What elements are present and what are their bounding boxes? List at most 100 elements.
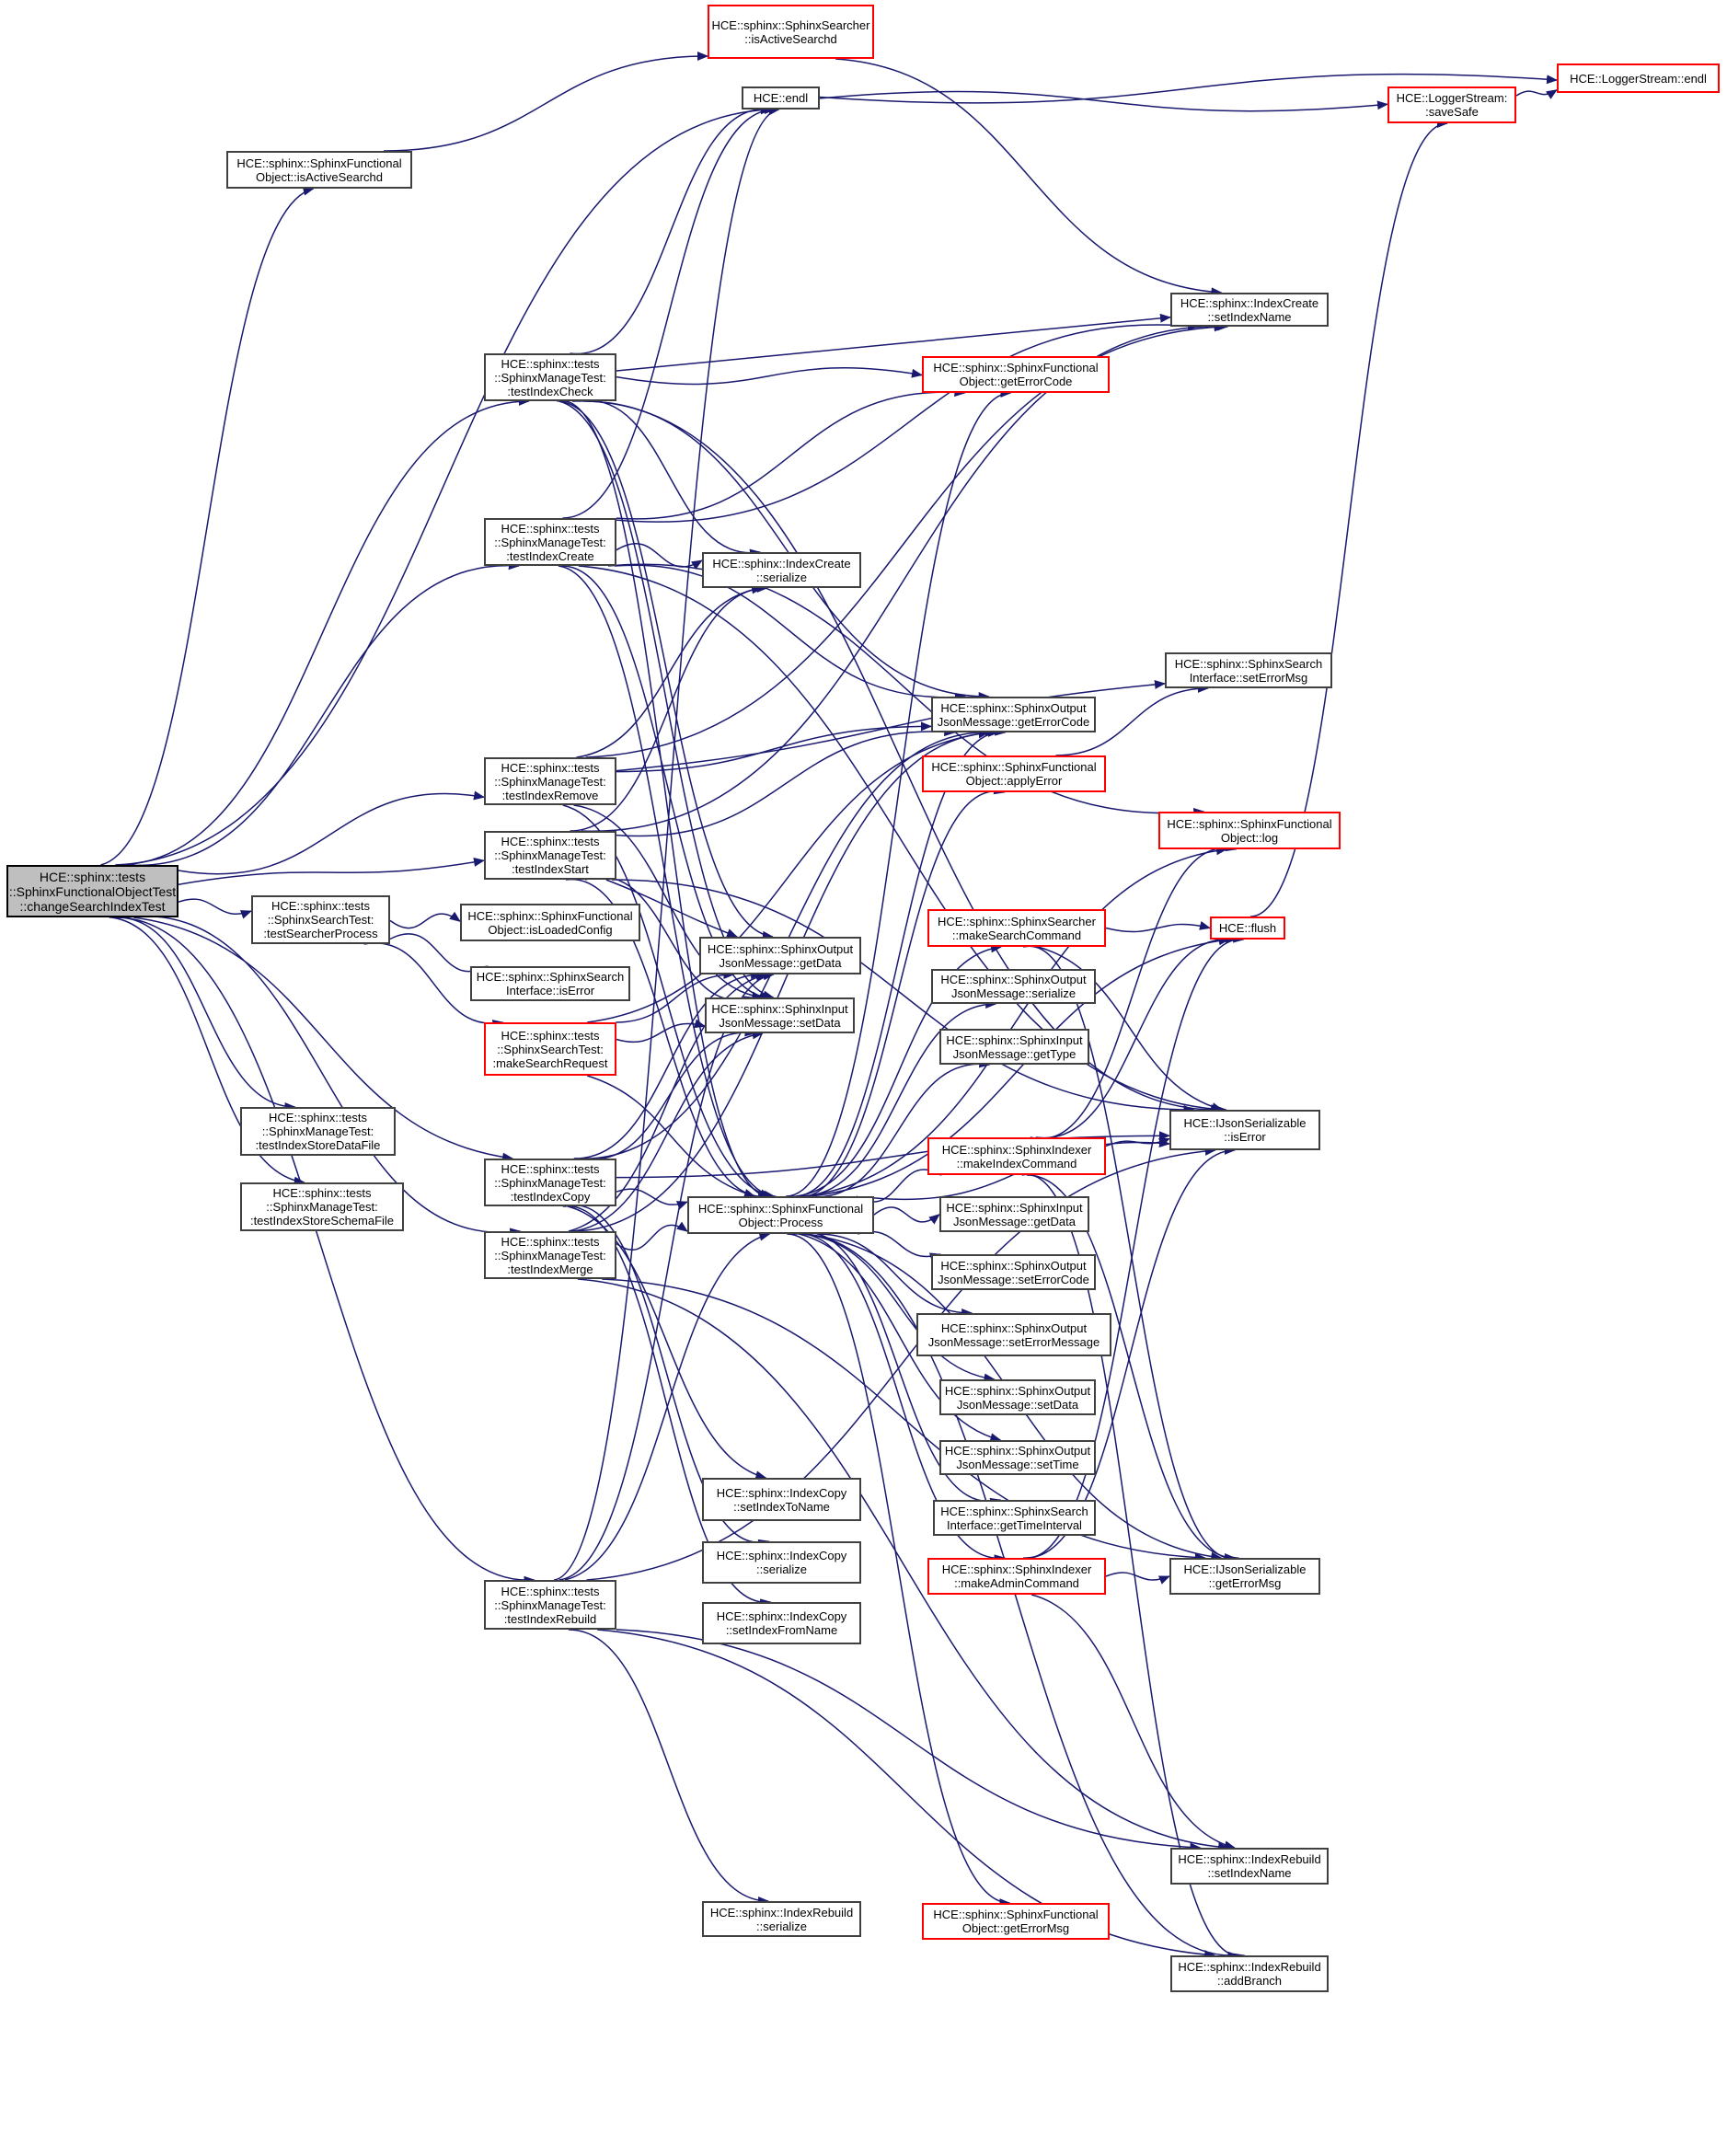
node-label-line: HCE::sphinx::SphinxFunctional [697,1201,864,1216]
edge-testIndexCheck-to-out_getErrorCode [582,400,990,701]
node-rebuild-set-index-name[interactable]: HCE::sphinx::IndexRebuild::setIndexName [1170,1848,1329,1885]
node-label-line: HCE::sphinx::IndexCopy [716,1609,847,1623]
edge-testIndexCreate-to-process [558,565,776,1200]
node-label-line: :testIndexStoreDataFile [255,1138,381,1152]
node-label-line: HCE::sphinx::SphinxSearcher [938,914,1096,928]
edge-root-to-testIndexStoreDataFile [117,917,296,1112]
node-label-line: ::SphinxManageTest: [266,1200,378,1214]
node-label-line: HCE::sphinx::tests [501,1161,600,1176]
node-label-line: ::serialize [756,570,807,584]
node-rebuild-serialize[interactable]: HCE::sphinx::IndexRebuild::serialize [702,1901,861,1937]
node-label-line: ::SphinxManageTest: [494,370,606,385]
edge-testIndexMerge-to-getErrorMsg [602,1278,1206,1562]
node-label-line: ::setIndexFromName [725,1623,838,1637]
node-label-line: HCE::sphinx::IndexRebuild [1178,1852,1321,1866]
node-make-search-command[interactable]: HCE::sphinx::SphinxSearcher::makeSearchC… [927,909,1106,947]
node-test-index-start[interactable]: HCE::sphinx::tests::SphinxManageTest::te… [484,831,616,880]
node-label-line: Interface::setErrorMsg [1189,670,1308,685]
edge-testSearcherProcess-to-isLoadedConfig [389,911,461,929]
edge-testIndexRebuild-to-process [564,1231,771,1581]
node-test-searcher-process[interactable]: HCE::sphinx::tests::SphinxSearchTest::te… [251,895,390,944]
node-test-index-create[interactable]: HCE::sphinx::tests::SphinxManageTest::te… [484,518,616,566]
node-make-search-request[interactable]: HCE::sphinx::tests::SphinxSearchTest::ma… [484,1022,616,1076]
node-get-error-msg[interactable]: HCE::IJsonSerializable::getErrorMsg [1169,1558,1320,1595]
node-logger-save-safe[interactable]: HCE::LoggerStream::saveSafe [1387,86,1516,123]
node-label-line: HCE::sphinx::tests [501,760,600,775]
edge-testIndexRemove-to-searchInterface_setErrorMsg [616,679,1166,772]
node-searcher-is-active-searchd[interactable]: HCE::sphinx::SphinxSearcher::isActiveSea… [708,5,874,59]
edge-endl-to-loggerSaveSafe [819,90,1388,112]
edge-testIndexCheck-to-isError [571,400,1227,1115]
edge-process-to-addBranch [792,1233,1239,1961]
node-add-branch[interactable]: HCE::sphinx::IndexRebuild::addBranch [1170,1955,1329,1992]
node-label-line: HCE::sphinx::SphinxFunctional [931,760,1097,774]
node-endl[interactable]: HCE::endl [742,86,820,110]
node-label-line: ::makeIndexCommand [956,1156,1077,1170]
edge-searcher_isActiveSearchd-to-indexCreate_setIndexName [835,58,1223,297]
node-copy-set-index-from-name[interactable]: HCE::sphinx::IndexCopy::setIndexFromName [702,1602,861,1644]
edge-root-to-testIndexRemove [178,790,485,875]
node-make-index-command[interactable]: HCE::sphinx::SphinxIndexer::makeIndexCom… [927,1137,1106,1175]
node-label-line: ::SphinxManageTest: [494,1248,606,1262]
node-test-index-store-schema-file[interactable]: HCE::sphinx::tests::SphinxManageTest::te… [240,1182,404,1231]
edge-loggerSaveSafe-to-loggerEndl [1515,89,1558,99]
edge-root-to-testIndexRebuild [109,917,535,1585]
node-copy-serialize[interactable]: HCE::sphinx::IndexCopy::serialize [702,1541,861,1584]
node-index-create-set-index-name[interactable]: HCE::sphinx::IndexCreate::setIndexName [1170,293,1329,327]
edge-testIndexRebuild-to-rebuild_setIndexName [616,1629,1202,1852]
node-flush[interactable]: HCE::flush [1210,917,1285,940]
node-is-error[interactable]: HCE::IJsonSerializable::isError [1169,1110,1320,1150]
edge-testIndexRemove-to-out_getErrorCode [616,721,932,773]
node-label-line: HCE::LoggerStream::endl [1570,71,1707,86]
node-label-line: Interface::isError [505,984,595,997]
node-label-line: ::SphinxFunctionalObjectTest [8,883,177,899]
node-test-index-rebuild[interactable]: HCE::sphinx::tests::SphinxManageTest::te… [484,1580,616,1630]
node-test-index-check[interactable]: HCE::sphinx::tests::SphinxManageTest::te… [484,353,616,401]
edge-process-to-applyError [790,785,1006,1198]
node-label-line: HCE::sphinx::tests [501,1584,600,1598]
node-root[interactable]: HCE::sphinx::tests::SphinxFunctionalObje… [6,865,178,917]
node-label-line: HCE::IJsonSerializable [1183,1562,1307,1576]
node-index-create-serialize[interactable]: HCE::sphinx::IndexCreate::serialize [702,552,861,588]
edge-testIndexStart-to-process [565,879,770,1203]
node-label-line: JsonMessage::getData [953,1214,1076,1228]
edge-flush-to-loggerSaveSafe [1250,119,1448,917]
node-label-line: ::SphinxManageTest: [494,848,606,862]
edge-testIndexRebuild-to-addBranch [597,1629,1216,1960]
node-test-index-store-data-file[interactable]: HCE::sphinx::tests::SphinxManageTest::te… [240,1107,396,1156]
node-label-line: HCE::sphinx::SphinxOutput [940,1320,1088,1335]
node-label-line: HCE::IJsonSerializable [1183,1116,1307,1130]
node-copy-set-index-to-name[interactable]: HCE::sphinx::IndexCopy::setIndexToName [702,1478,861,1521]
node-label-line: ::SphinxManageTest: [494,1175,606,1190]
node-test-index-remove[interactable]: HCE::sphinx::tests::SphinxManageTest::te… [484,757,616,805]
edge-process-to-makeSearchCommand [796,943,1003,1197]
node-logger-endl[interactable]: HCE::LoggerStream::endl [1557,63,1720,93]
node-make-admin-command[interactable]: HCE::sphinx::SphinxIndexer::makeAdminCom… [927,1558,1106,1595]
node-test-index-copy[interactable]: HCE::sphinx::tests::SphinxManageTest::te… [484,1159,616,1206]
node-label-line: HCE::sphinx::IndexRebuild [709,1905,854,1920]
edge-testIndexStart-to-out_getErrorCode [616,727,956,837]
node-label-line: HCE::sphinx::SphinxFunctional [236,156,402,170]
node-label-line: HCE::sphinx::tests [501,1234,600,1249]
node-test-index-merge[interactable]: HCE::sphinx::tests::SphinxManageTest::te… [484,1231,616,1279]
